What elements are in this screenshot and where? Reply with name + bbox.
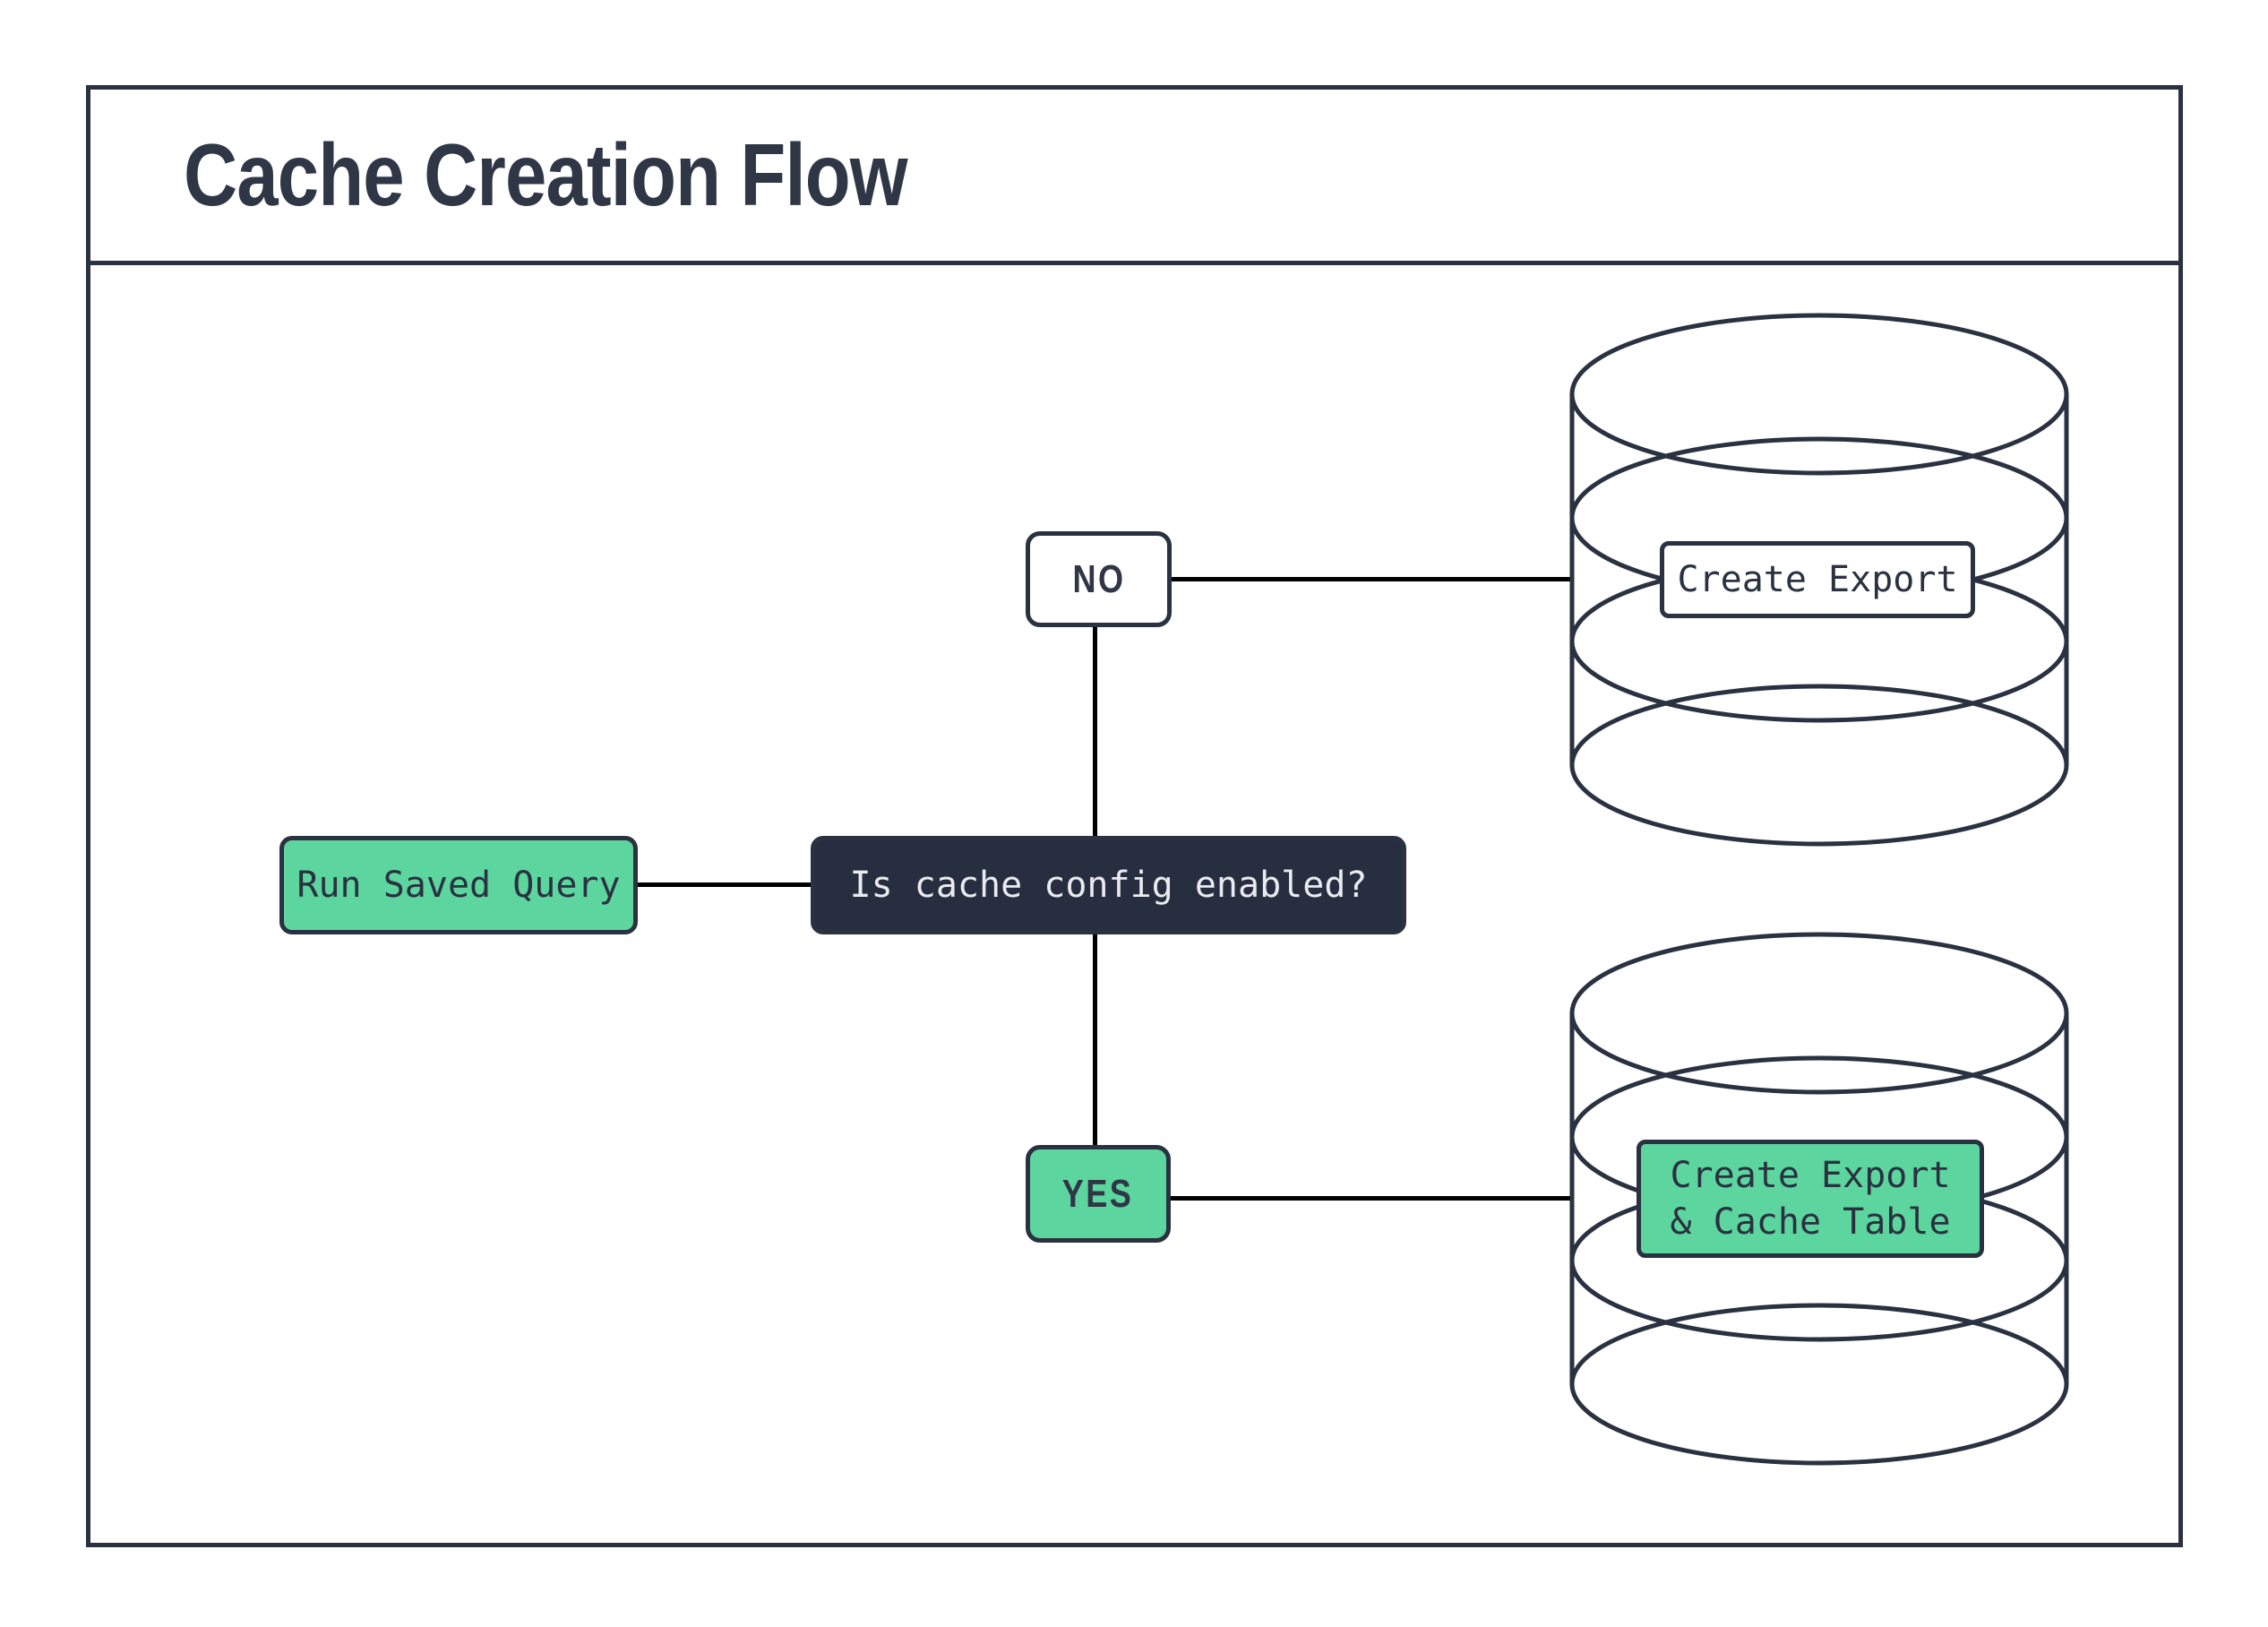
decision-label: Is cache config enabled?	[849, 865, 1368, 906]
create-export-label: Create Export	[1677, 559, 1958, 600]
yes-label: YES	[1062, 1171, 1134, 1216]
node-branch-yes: YES	[1026, 1145, 1171, 1243]
cache-table-label-line2: & Cache Table	[1670, 1201, 1951, 1243]
connector-start-to-decision	[638, 882, 811, 887]
node-decision-cache-config: Is cache config enabled?	[811, 836, 1406, 934]
connector-yes-to-cache-db	[1171, 1196, 1570, 1201]
connector-decision-to-yes	[1093, 934, 1097, 1145]
page-title: Cache Creation Flow	[184, 125, 908, 224]
node-create-export-cache-table: Create Export & Cache Table	[1637, 1140, 1984, 1258]
database-icon	[1569, 932, 2069, 1466]
node-create-export: Create Export	[1660, 541, 1975, 618]
header-divider	[86, 261, 2183, 265]
cache-database-cylinder-icon	[1568, 930, 2071, 1468]
connector-decision-to-no	[1093, 627, 1097, 836]
connector-no-to-export-db	[1172, 577, 1570, 581]
diagram-header: Cache Creation Flow	[90, 90, 2178, 261]
node-branch-no: NO	[1026, 531, 1172, 627]
run-saved-query-label: Run Saved Query	[296, 865, 621, 906]
cache-table-label-line1: Create Export	[1670, 1155, 1951, 1196]
node-run-saved-query: Run Saved Query	[279, 836, 638, 934]
no-label: NO	[1071, 556, 1126, 601]
